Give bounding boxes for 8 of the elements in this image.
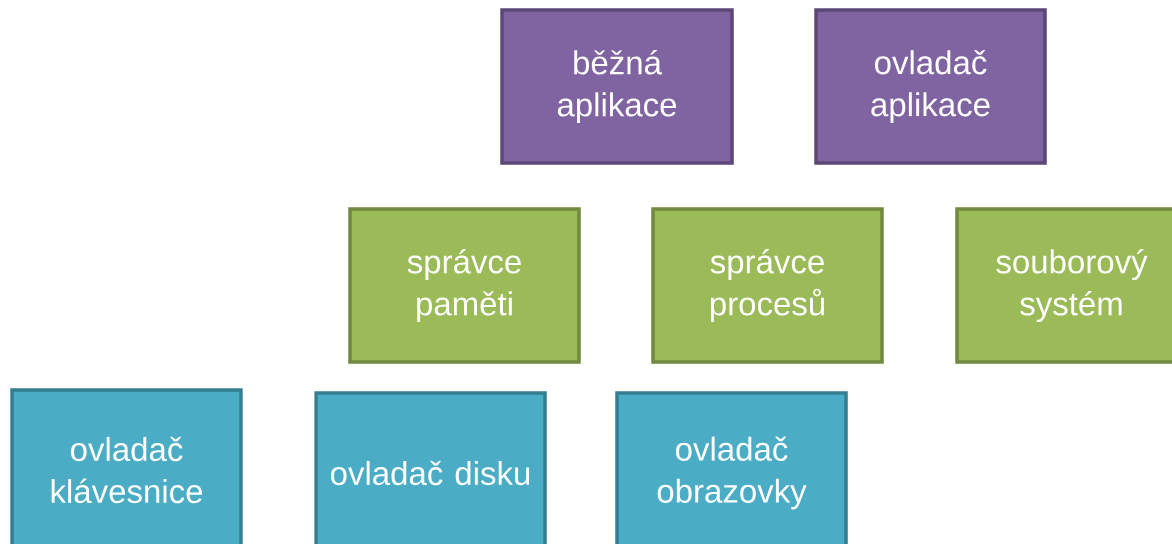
layer-box: správce paměti (348, 207, 581, 364)
layer-box: ovladač aplikace (814, 8, 1047, 165)
layer-box: správce procesů (651, 207, 884, 364)
layer-box: běžná aplikace (500, 8, 734, 165)
layer-box: ovladač obrazovky (615, 391, 848, 544)
layer-box: souborový systém (955, 207, 1172, 364)
layer-box: ovladač disku (314, 391, 547, 544)
layer-box: ovladač klávesnice (10, 388, 243, 544)
